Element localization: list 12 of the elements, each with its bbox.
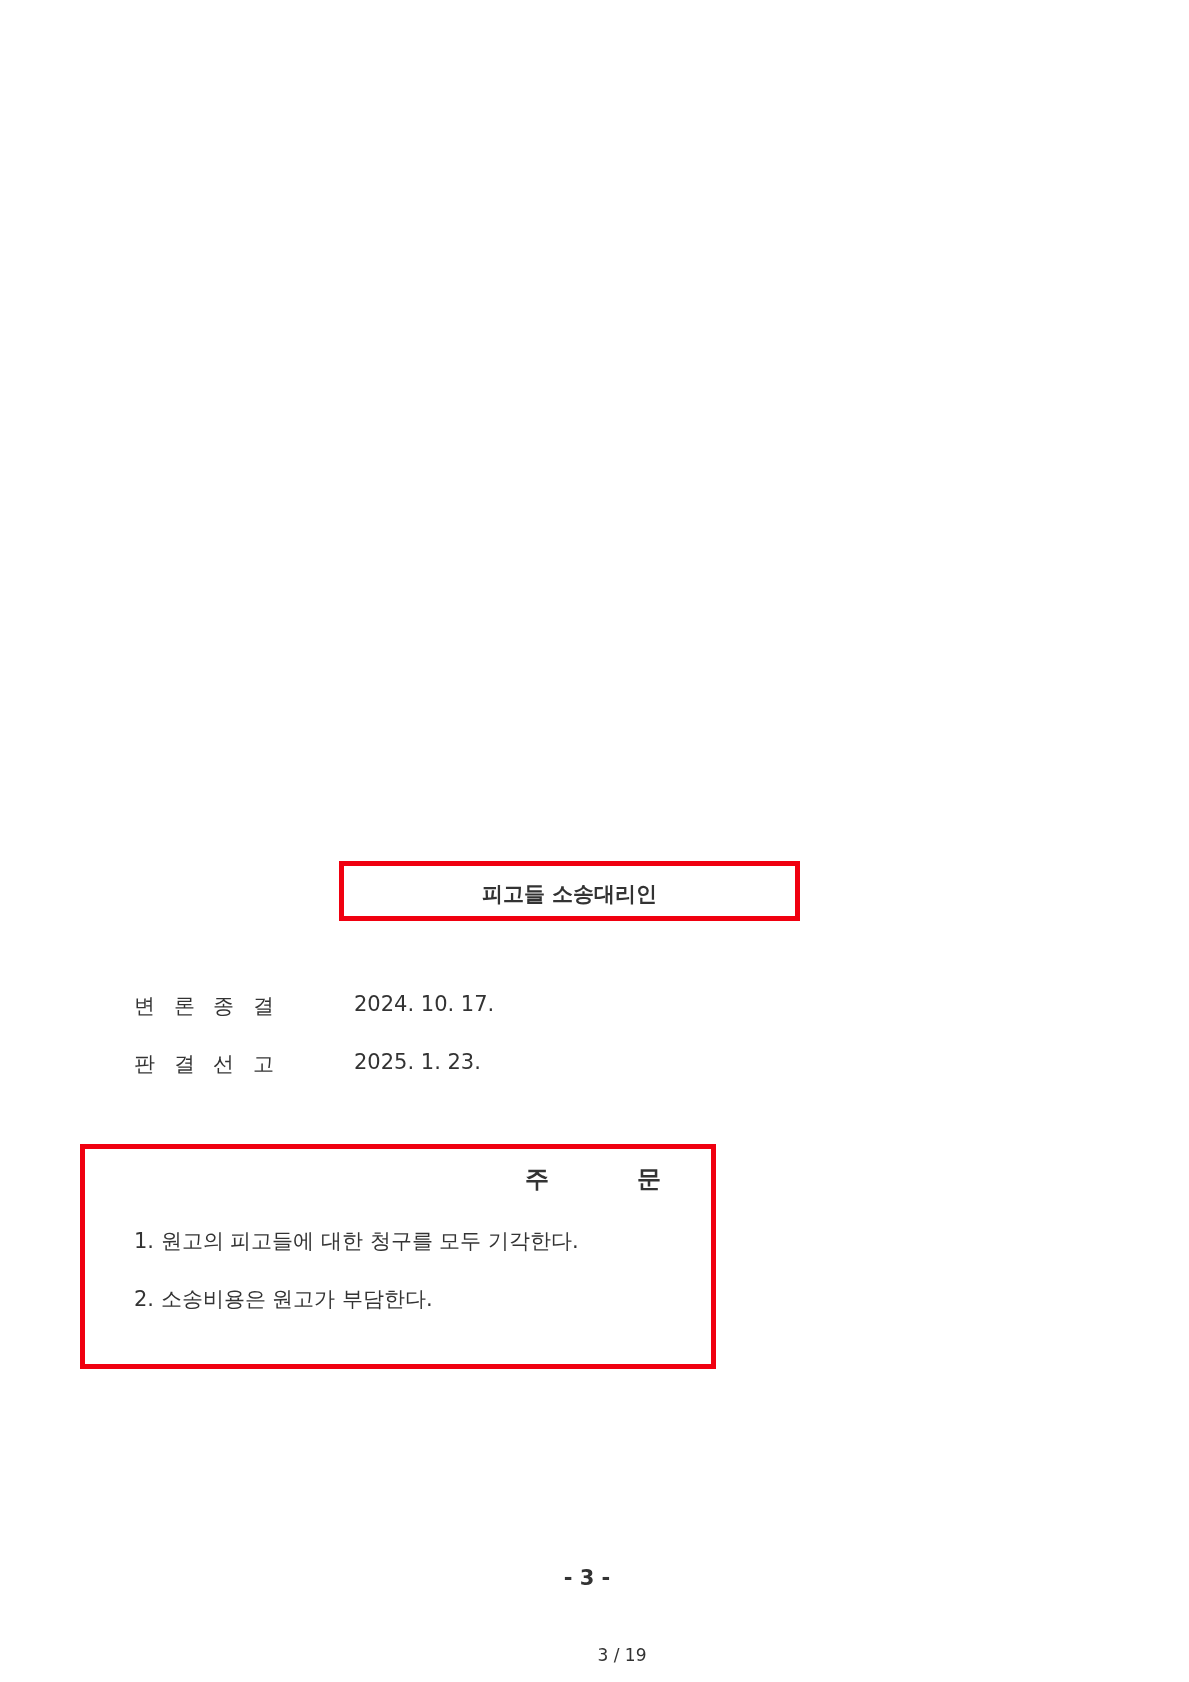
field-label: 판 결 선 고: [134, 1051, 281, 1078]
page-number: - 3 -: [562, 1566, 612, 1590]
order-item: 2. 소송비용은 원고가 부담한다.: [134, 1286, 433, 1313]
counsel-line: 피고들 소송대리인: [480, 881, 659, 908]
field-label: 변 론 종 결: [134, 993, 281, 1020]
section-heading: 주 문: [525, 1164, 663, 1195]
date-value: 2025. 1. 23.: [354, 1050, 481, 1074]
page-count: 3 / 19: [596, 1645, 648, 1665]
highlight-box: [80, 1144, 716, 1369]
date-value: 2024. 10. 17.: [354, 992, 495, 1016]
highlight-box: [339, 861, 800, 921]
order-item: 1. 원고의 피고들에 대한 청구를 모두 기각한다.: [134, 1228, 579, 1255]
